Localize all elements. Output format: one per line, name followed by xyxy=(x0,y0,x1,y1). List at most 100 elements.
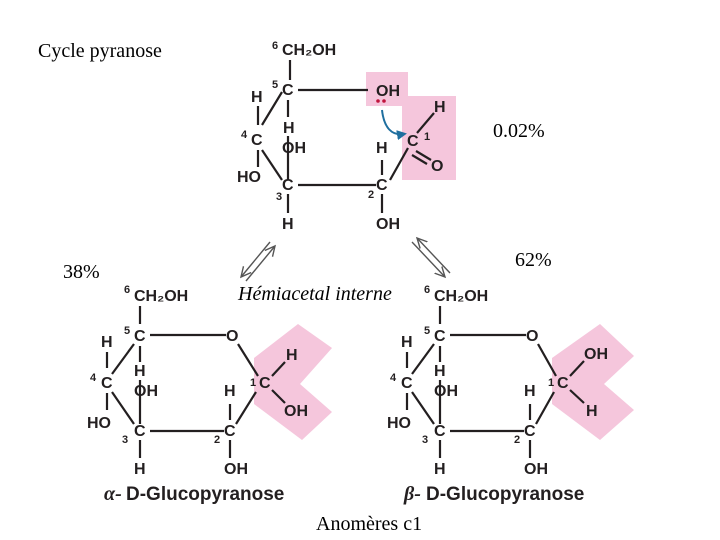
bond-line xyxy=(111,391,135,425)
atom-label: C xyxy=(401,375,413,392)
atom-label: O xyxy=(226,328,238,345)
atom-label: H xyxy=(434,461,446,478)
carbon-number: 1 xyxy=(548,377,554,389)
carbon-number: 1 xyxy=(424,131,430,143)
atom-label: H xyxy=(251,89,263,106)
bond-line xyxy=(415,150,432,161)
carbon-number: 6 xyxy=(272,40,278,52)
carbon-number: 6 xyxy=(124,284,130,296)
atom-label: H xyxy=(376,140,388,157)
bond-line xyxy=(569,360,585,377)
carbon-number: 5 xyxy=(424,325,430,337)
label-percent-alpha: 38% xyxy=(63,261,100,283)
atom-label: OH xyxy=(284,403,308,420)
atom-label: OH xyxy=(376,83,400,100)
atom-label: HO xyxy=(87,415,111,432)
atom-label: H xyxy=(434,99,446,116)
atom-label: OH xyxy=(224,461,248,478)
bond-line xyxy=(537,343,557,377)
bond-line xyxy=(261,149,283,181)
atom-label: H xyxy=(283,120,295,137)
bond-line xyxy=(245,246,275,282)
atom-label: H xyxy=(524,383,536,400)
atom-label: C xyxy=(524,423,536,440)
molecule-name: D-Glucopyranose xyxy=(426,484,584,505)
atom-label: HO xyxy=(237,169,261,186)
bond-line xyxy=(411,391,435,425)
bond-line xyxy=(417,238,451,274)
atom-label: H xyxy=(224,383,236,400)
highlight-carbonyl xyxy=(402,96,456,180)
atom-label: C xyxy=(282,82,294,99)
atom-label: CH₂OH xyxy=(134,288,188,305)
molecule-name: α- xyxy=(104,483,122,505)
atom-label: OH xyxy=(434,383,458,400)
label-hemiacetal: Hémiacetal interne xyxy=(238,283,392,305)
carbon-number: 3 xyxy=(122,434,128,446)
label-anomeres: Anomères c1 xyxy=(316,513,423,535)
atom-label: H xyxy=(586,403,598,420)
bond-line xyxy=(111,343,135,375)
atom-label: H xyxy=(134,461,146,478)
atom-label: OH xyxy=(282,140,306,157)
atom-label: H xyxy=(101,334,113,351)
atom-label: C xyxy=(434,423,446,440)
atom-label: OH xyxy=(376,216,400,233)
molecule-name: β- xyxy=(403,483,421,505)
label-percent-open-chain: 0.02% xyxy=(493,120,545,142)
curved-arrow xyxy=(381,109,407,141)
bond-line xyxy=(241,241,271,277)
atom-label: CH₂OH xyxy=(434,288,488,305)
bond-line xyxy=(411,241,445,277)
atom-label: O xyxy=(431,158,443,175)
atom-label: C xyxy=(282,177,294,194)
bond-line xyxy=(271,389,286,404)
bond-line xyxy=(411,343,435,375)
atom-label: C xyxy=(259,375,271,392)
atom-label: O xyxy=(526,328,538,345)
highlight-anomeric-beta xyxy=(552,324,634,440)
atom-label: C xyxy=(434,328,446,345)
bond-line xyxy=(411,154,428,165)
atom-label: H xyxy=(134,363,146,380)
atom-label: OH xyxy=(134,383,158,400)
carbon-number: 2 xyxy=(514,434,520,446)
atom-label: C xyxy=(251,132,263,149)
open-chain-glucose: 6 CH₂OH 5 C OH H H 4 C HO OH 3 C H 2 C H… xyxy=(237,40,456,233)
atom-label: HO xyxy=(387,415,411,432)
highlight-oh xyxy=(366,72,408,106)
atom-label: C xyxy=(376,177,388,194)
label-cycle-pyranose: Cycle pyranose xyxy=(38,40,162,62)
carbon-number: 3 xyxy=(422,434,428,446)
lone-pair-dot xyxy=(376,99,380,103)
bond-line xyxy=(271,361,286,377)
molecule-name: D-Glucopyranose xyxy=(126,484,284,505)
atom-label: C xyxy=(134,328,146,345)
carbon-number: 5 xyxy=(272,79,278,91)
atom-label: H xyxy=(434,363,446,380)
bond-line xyxy=(416,112,435,134)
label-percent-beta: 62% xyxy=(515,249,552,271)
atom-label: C xyxy=(134,423,146,440)
beta-glucopyranose: 6 CH₂OH 5 C O H H 4 C HO OH 3 C H 2 C H … xyxy=(387,284,634,505)
atom-label: C xyxy=(101,375,113,392)
carbon-number: 2 xyxy=(368,189,374,201)
bond-line xyxy=(261,91,283,126)
atom-label: C xyxy=(224,423,236,440)
carbon-number: 1 xyxy=(250,377,256,389)
atom-label: CH₂OH xyxy=(282,42,336,59)
atom-label: C xyxy=(557,375,569,392)
carbon-number: 3 xyxy=(276,191,282,203)
atom-label: H xyxy=(286,347,298,364)
atom-label: C xyxy=(407,133,419,150)
atom-label: OH xyxy=(584,346,608,363)
alpha-glucopyranose: 6 CH₂OH 5 C O H H 4 C HO OH 3 C H 2 C H … xyxy=(87,284,332,505)
bond-line xyxy=(535,391,555,425)
bond-line xyxy=(569,389,585,404)
carbon-number: 2 xyxy=(214,434,220,446)
lone-pair-dot xyxy=(382,99,386,103)
atom-label: H xyxy=(401,334,413,351)
carbon-number: 4 xyxy=(390,372,397,384)
bond-line xyxy=(237,343,259,377)
